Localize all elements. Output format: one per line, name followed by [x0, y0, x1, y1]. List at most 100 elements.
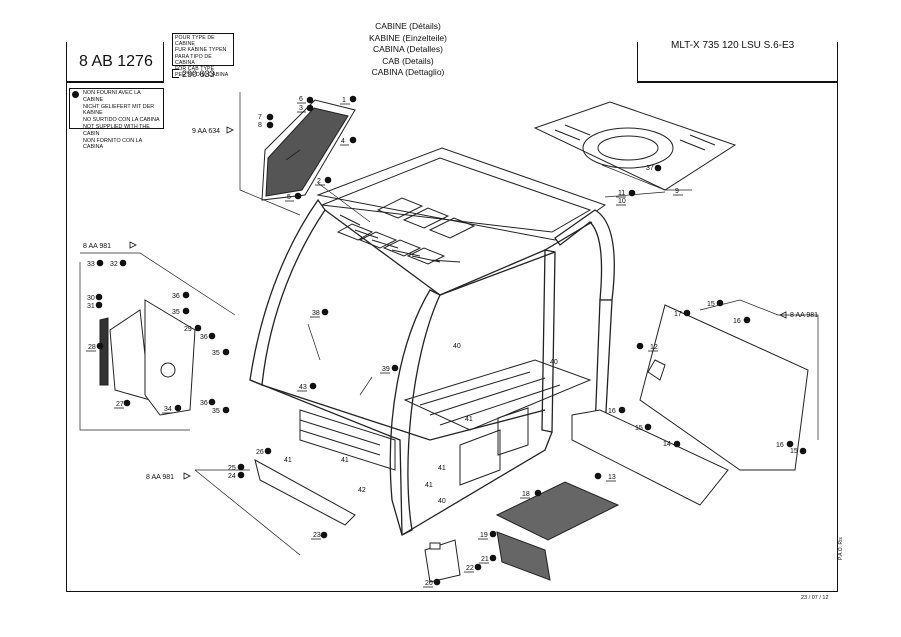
- part-label: 15: [635, 425, 643, 432]
- header-bottom-right: [637, 81, 838, 83]
- part-label: 26: [256, 449, 264, 456]
- type-box-line: PARA TIPO DE CABINA: [175, 53, 212, 66]
- part-label: 39: [382, 366, 390, 373]
- part-label: 16: [733, 318, 741, 325]
- part-label: 34: [164, 406, 172, 413]
- part-label: 36: [200, 400, 208, 407]
- part-label: 33: [87, 261, 95, 268]
- header-bottom-left: [66, 81, 164, 83]
- type-box-line: FOR CAB TYPE: [175, 66, 215, 73]
- left-panels: [99, 299, 196, 416]
- reference-label: 8 AA 981: [790, 312, 818, 319]
- legend-line: NON FORNITO CON LA CABINA: [83, 137, 142, 151]
- footer-date: 23 / 07 / 12: [801, 595, 829, 601]
- legend-line: NICHT GELIEFERT MIT DER KABINE: [83, 103, 155, 117]
- part-label: 25: [228, 465, 236, 472]
- washer-reservoir-20: [424, 539, 461, 583]
- part-label: 31: [87, 303, 95, 310]
- header-left-bar-vertical-2: [163, 42, 164, 82]
- part-label: 32: [110, 261, 118, 268]
- part-label: 2: [317, 178, 321, 185]
- part-label: 1: [342, 97, 346, 104]
- model-label: MLT-X 735 120 LSU S.6-E3: [671, 40, 795, 51]
- type-bracket-icon: [172, 69, 179, 78]
- part-label: 27: [116, 401, 124, 408]
- legend-line: NON FOURNI AVEC LA CABINE: [83, 90, 141, 103]
- part-label: 36: [200, 334, 208, 341]
- cab-frame: [249, 198, 615, 536]
- window-panel: [261, 99, 356, 201]
- type-box-line: POUR TYPE DE CABINE: [175, 35, 215, 48]
- panel-13: [571, 409, 729, 506]
- roof-liner: [533, 101, 737, 191]
- type-box-line: PER TIPO DI CABINA: [175, 72, 229, 79]
- part-label: 5: [287, 194, 291, 201]
- label-underlines: [86, 102, 683, 588]
- side-panel-12: [639, 304, 809, 471]
- part-label: 21: [481, 556, 489, 563]
- part-label: 4: [341, 138, 345, 145]
- legend-box: NON FOURNI AVEC LA CABINE NICHT GELIEFER…: [69, 88, 164, 150]
- part-label: 3: [299, 105, 303, 112]
- title-line-en: CAB (Details): [382, 55, 434, 66]
- part-label: 36: [172, 293, 180, 300]
- lower-panel-23: [254, 459, 356, 526]
- part-label: 40: [453, 343, 461, 350]
- part-label: 41: [425, 482, 433, 489]
- part-label: 15: [707, 301, 715, 308]
- part-label: 23: [313, 532, 321, 539]
- header-right-edge: [837, 42, 838, 82]
- part-label: 9: [675, 188, 679, 195]
- type-code-box: 290 633: [172, 69, 215, 79]
- legend-dot-icon: [72, 91, 79, 98]
- title-block: CABINE (Détails) KABINE (Einzelteile) CA…: [358, 21, 458, 79]
- part-label: 35: [212, 350, 220, 357]
- reference-label: 9 AA 634: [192, 128, 220, 135]
- reference-label: 8 AA 981: [146, 474, 174, 481]
- part-label: 37: [646, 165, 654, 172]
- drawing-frame: [66, 83, 838, 592]
- type-box: POUR TYPE DE CABINE FUR KABINE TYPEN PAR…: [172, 33, 234, 78]
- part-label: 6: [299, 96, 303, 103]
- part-label: 22: [466, 565, 474, 572]
- part-label: 8: [258, 122, 262, 129]
- part-label: 20: [425, 580, 433, 587]
- title-line-it: CABINA (Dettaglio): [371, 67, 445, 77]
- reference-arrows: [129, 126, 787, 480]
- header-right-bar-vertical: [637, 42, 638, 82]
- panel-19: [496, 531, 551, 581]
- part-label: 7: [258, 114, 262, 121]
- roof-panel: [316, 147, 607, 265]
- title-line-de: KABINE (Einzelteile): [369, 32, 447, 43]
- drawing-reference-code: 8 AB 1276: [79, 53, 153, 70]
- part-label: 15: [790, 448, 798, 455]
- part-label: 11: [618, 190, 625, 197]
- part-label: 41: [341, 457, 349, 464]
- part-label: 35: [172, 309, 180, 316]
- part-label: 28: [88, 344, 96, 351]
- cab-floor: [299, 359, 592, 486]
- part-label: 38: [312, 310, 320, 317]
- part-label: 17: [674, 311, 682, 318]
- title-line-es: CABINA (Detalles): [373, 44, 443, 54]
- part-label: 19: [480, 532, 488, 539]
- part-label: 13: [608, 474, 616, 481]
- part-label: 29: [184, 326, 192, 333]
- part-label: 35: [212, 408, 220, 415]
- part-label: 41: [284, 457, 292, 464]
- part-label: 14: [663, 441, 671, 448]
- floor-mat-18: [495, 481, 620, 541]
- part-label: 41: [438, 465, 446, 472]
- part-label: 16: [608, 408, 616, 415]
- part-label: 16: [776, 442, 784, 449]
- part-label: 43: [299, 384, 307, 391]
- legend-line: NOT SUPPLIED WITH THE CABIN: [83, 123, 150, 137]
- part-label: 42: [358, 487, 366, 494]
- header-left-bar-vertical: [66, 42, 67, 82]
- type-code: 290 633: [182, 69, 215, 79]
- part-label: 41: [465, 416, 473, 423]
- part-label: 40: [438, 498, 446, 505]
- part-label: 12: [650, 344, 658, 351]
- part-label: 18: [522, 491, 530, 498]
